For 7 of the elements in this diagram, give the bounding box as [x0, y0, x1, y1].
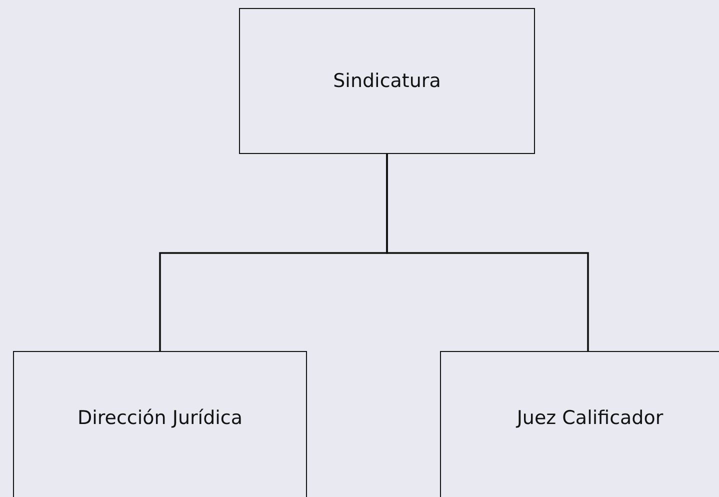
box-label: Dirección Jurídica — [77, 407, 243, 429]
org-box — [13, 351, 307, 497]
org-box — [440, 351, 719, 497]
connector-line — [386, 154, 589, 351]
box-label: Juez Calificador — [516, 407, 664, 429]
org-box — [239, 8, 535, 154]
box-label: Sindicatura — [333, 70, 441, 92]
